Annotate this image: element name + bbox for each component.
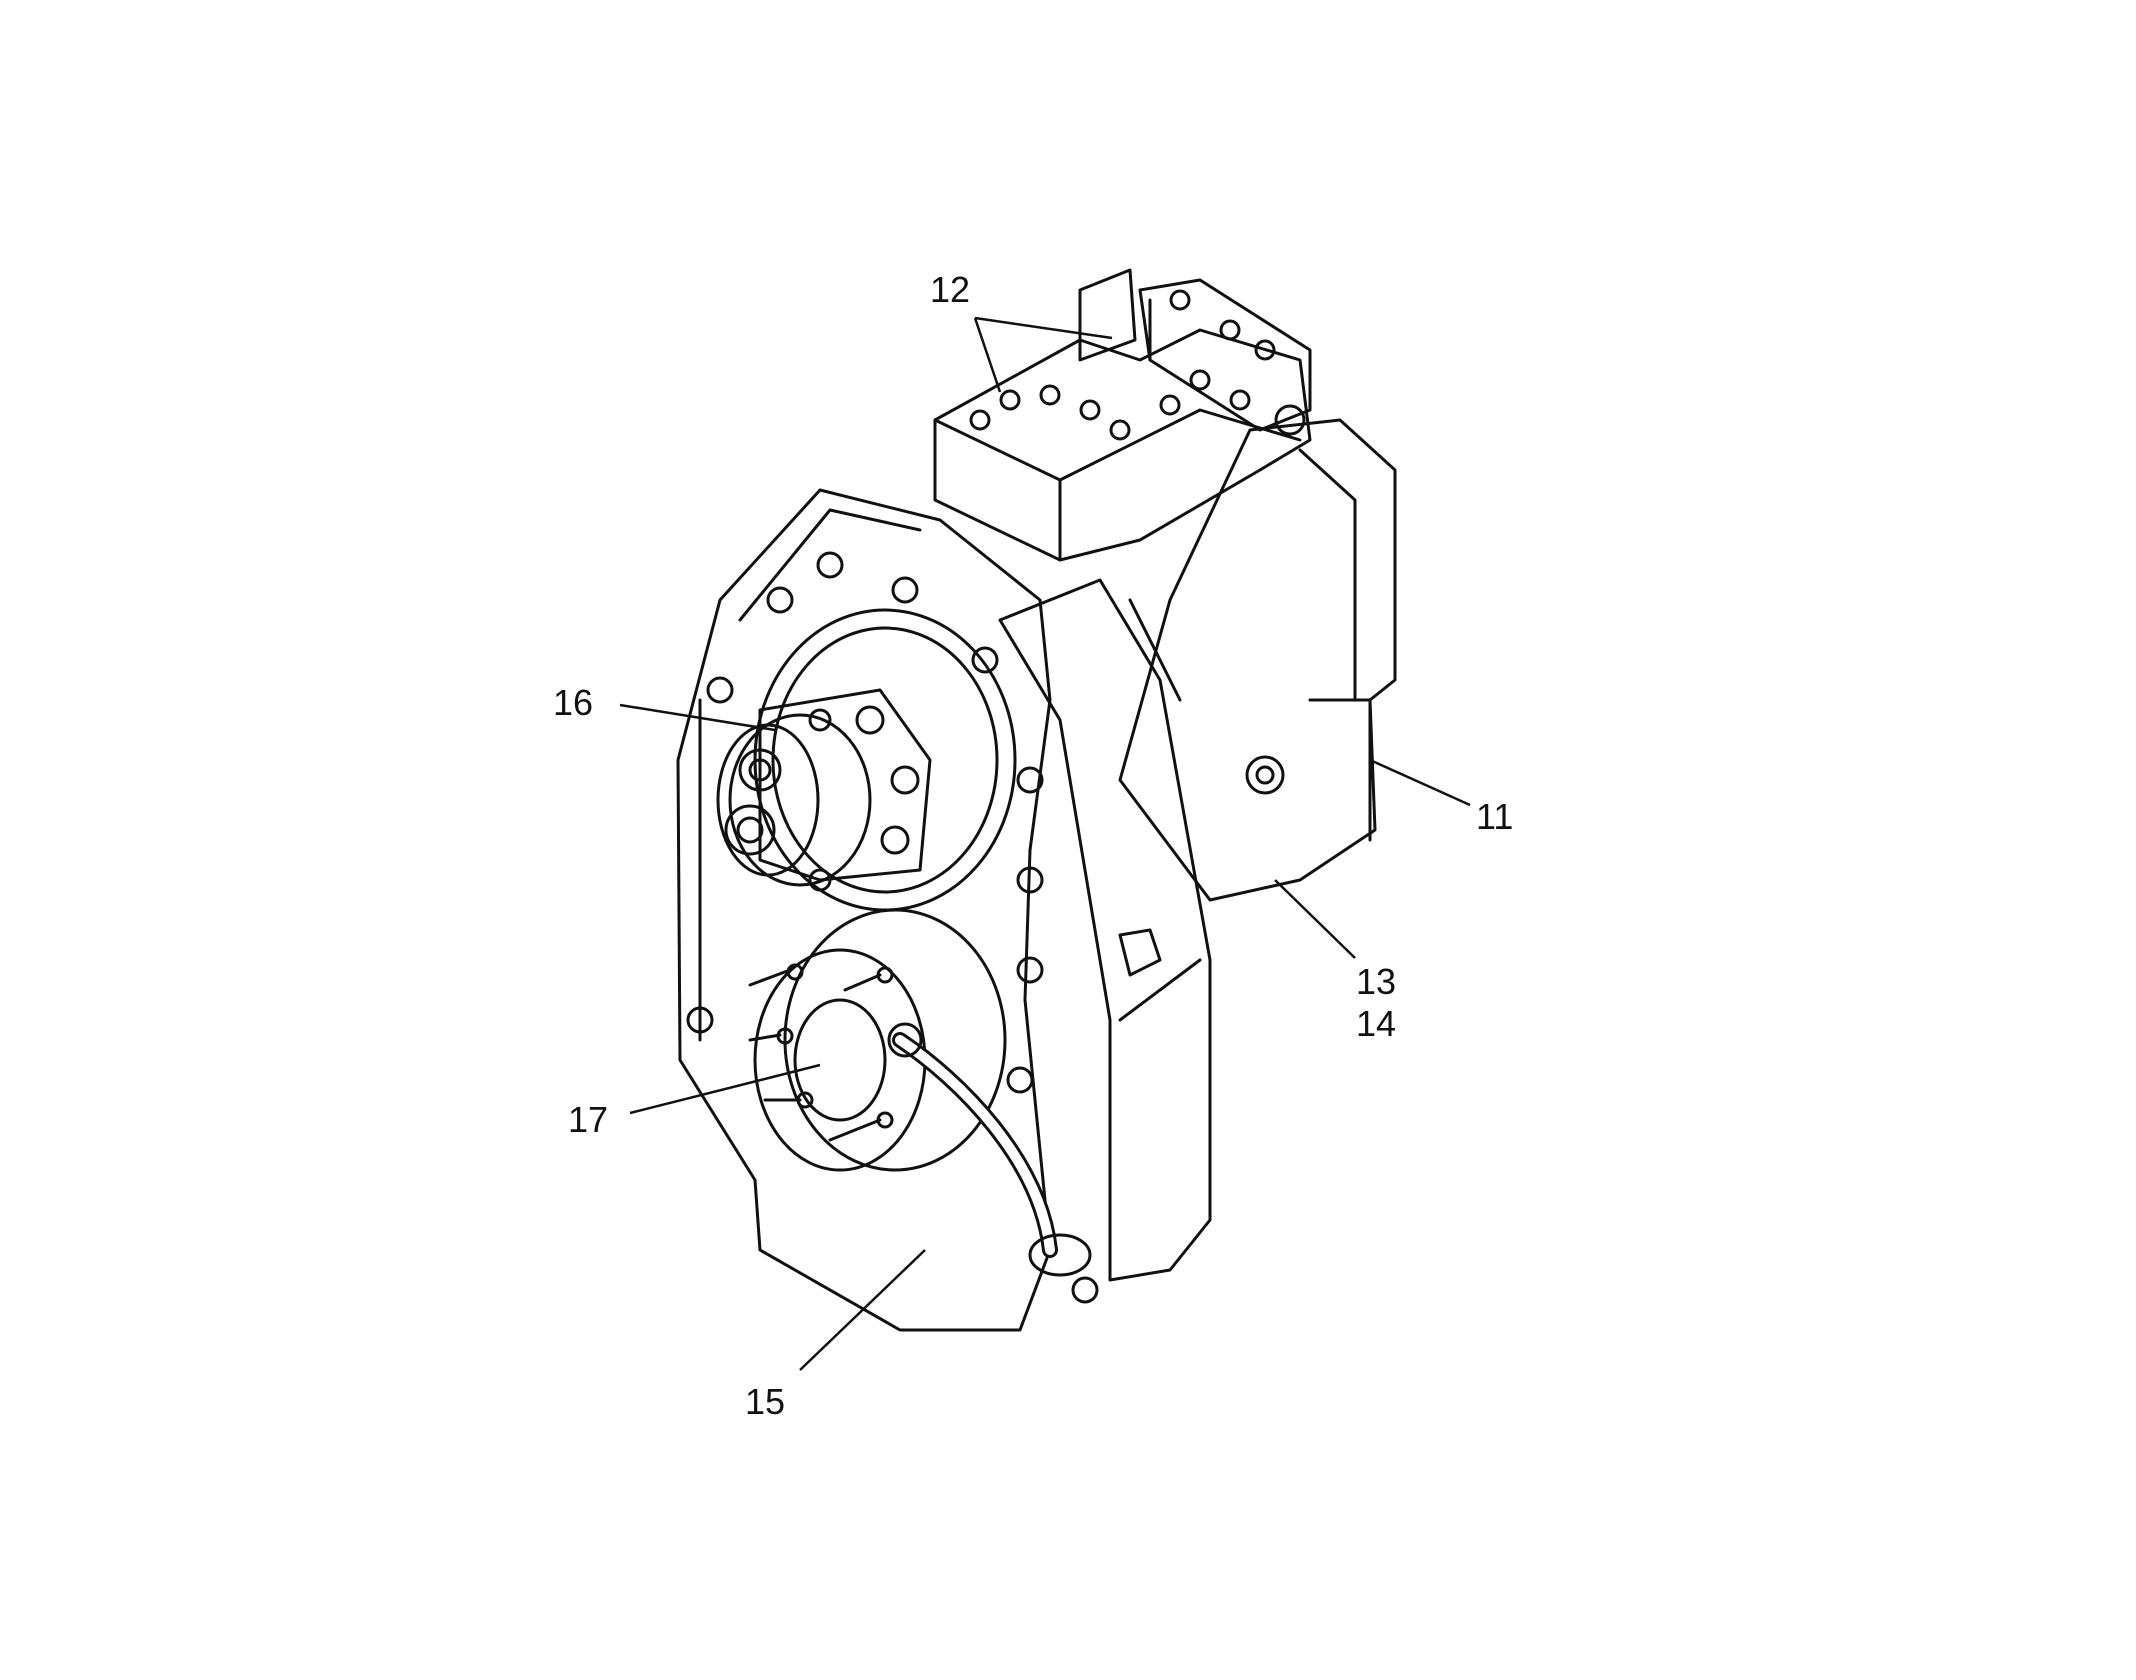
callout-14: 14 [1356, 1003, 1397, 1044]
main-case [676, 488, 1052, 1332]
leader-16 [619, 703, 776, 732]
callout-17: 17 [568, 1099, 609, 1140]
leader-11 [1369, 758, 1471, 807]
leader-12b [974, 316, 1113, 340]
lower-flange-ring [783, 908, 1007, 1172]
leader-12a [973, 317, 1002, 393]
drive-motor-body [758, 688, 932, 882]
case-bolts [686, 551, 1099, 1304]
callout-13: 13 [1356, 961, 1397, 1002]
breather [1118, 928, 1162, 977]
callout-15: 15 [745, 1381, 786, 1422]
valve-top-box [1078, 268, 1137, 362]
valve-block [933, 328, 1312, 562]
flange-studs [748, 963, 894, 1142]
center-cover [998, 578, 1212, 1282]
rear-port [1245, 755, 1285, 795]
case-inner-flange [738, 508, 922, 622]
pipe-fitting [887, 1022, 923, 1058]
rear-housing [1118, 418, 1397, 902]
rear-housing-edge [1298, 448, 1357, 702]
leader-lines [619, 316, 1471, 1371]
callout-12: 12 [930, 269, 971, 310]
leader-17 [629, 1063, 821, 1115]
rear-housing-step [1308, 698, 1372, 842]
leader-13 [1274, 879, 1356, 959]
callout-11: 11 [1476, 796, 1514, 837]
valve-bolts [969, 289, 1306, 441]
leader-15 [799, 1249, 926, 1371]
callout-16: 16 [553, 682, 594, 723]
